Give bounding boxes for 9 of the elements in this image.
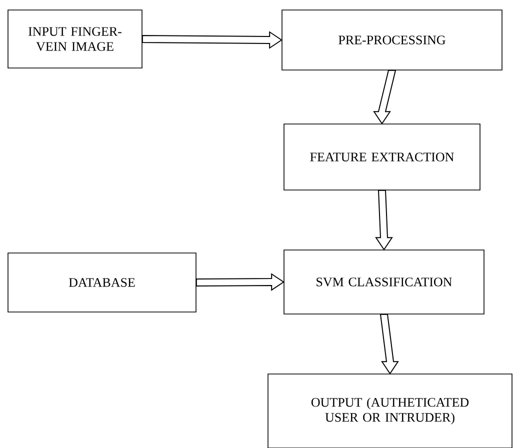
process-box: INPUT FINGER-VEIN IMAGE [8, 10, 142, 68]
process-box: PRE-PROCESSING [282, 10, 502, 70]
process-box: SVM CLASSIFICATION [284, 250, 484, 314]
process-box: OUTPUT (AUTHETICATED USER OR INTRUDER) [268, 374, 512, 448]
arrow [375, 190, 393, 250]
process-box: DATABASE [8, 252, 196, 312]
process-box: FEATURE EXTRACTION [284, 124, 480, 190]
arrow [142, 31, 282, 49]
arrow [196, 273, 284, 291]
